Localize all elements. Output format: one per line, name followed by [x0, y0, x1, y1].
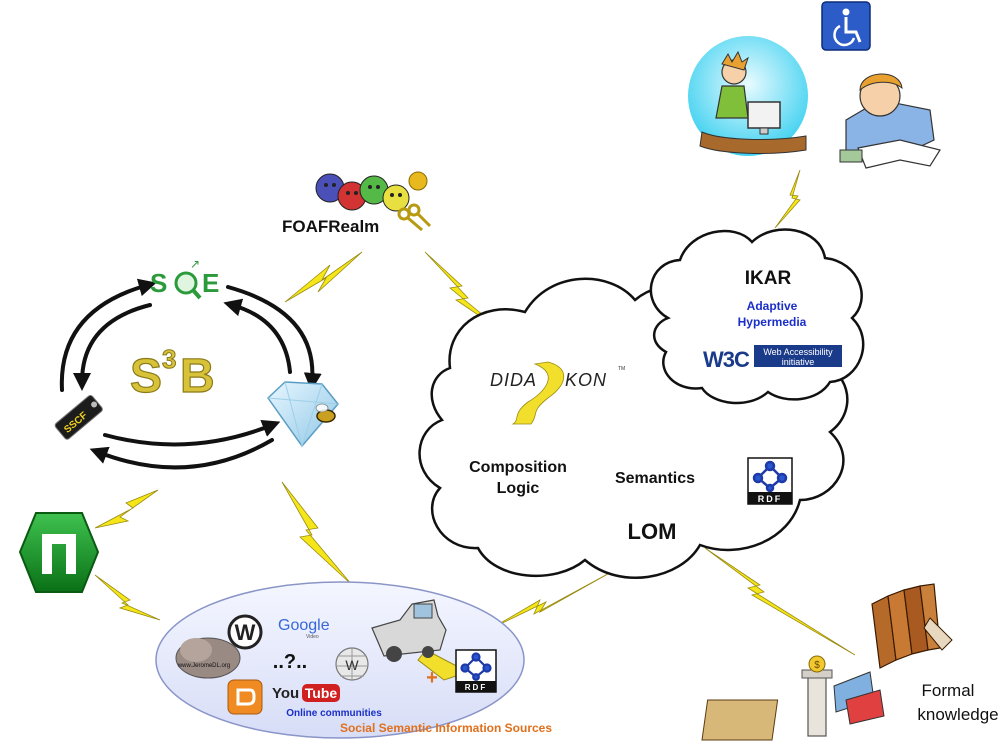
- student-computer-icon: [688, 36, 808, 156]
- sqe-logo: S E ↗: [150, 257, 219, 300]
- ikar-cloud: IKAR Adaptive Hypermedia W3C Web Accessi…: [649, 228, 865, 405]
- didaskon-right: KON: [565, 370, 607, 390]
- bolt-hex-s3b: [94, 489, 159, 529]
- plus-sign: +: [426, 667, 438, 689]
- foafrealm-label: FOAFRealm: [282, 217, 379, 236]
- didaskon-tm: TM: [618, 366, 625, 372]
- magnifier-icon: [174, 271, 198, 295]
- rdf-logo-sources: RDF: [455, 649, 497, 693]
- jeromedl-label: www.JeromeDL.org: [177, 663, 230, 669]
- knowledge-pillar-icon: $: [701, 655, 885, 741]
- sqe-arrows-icon: ↗: [190, 257, 200, 271]
- wordpress-icon: W: [235, 620, 256, 645]
- badge-icon: [408, 171, 428, 191]
- blogger-logo: [227, 679, 263, 715]
- bolt-foaf-s3b: [284, 251, 363, 303]
- arrow-diamond-to-sscf-bottom: [89, 438, 274, 470]
- hexagon-glyph: [42, 534, 76, 574]
- bolt-users-ikar: [774, 169, 801, 229]
- rdf-graph-icon-sources: [460, 652, 492, 681]
- rdf-logo-cloud: RDF: [747, 457, 793, 505]
- jeromedl-logo: www.JeromeDL.org: [175, 637, 241, 679]
- google-label: Google: [278, 617, 330, 634]
- blogger-icon: [236, 688, 256, 706]
- lightning-bolts: [94, 169, 856, 656]
- smiley-yellow-icon: [382, 184, 410, 212]
- semantics-label: Semantics: [615, 470, 695, 487]
- bolt-didaskon-formal: [704, 547, 856, 656]
- w3c-wai-logo: W3C Web Accessibility initiative: [703, 345, 842, 372]
- sqe-e: E: [202, 268, 219, 298]
- sscf-tag: SSCF: [54, 394, 103, 440]
- wheelchair-icon: [821, 1, 871, 51]
- composition-label: Composition: [469, 459, 567, 476]
- s3b-main: S: [130, 350, 162, 403]
- ikar-line2: Hypermedia: [738, 315, 807, 329]
- bolt-hex-sources: [94, 574, 161, 621]
- sqe-s: S: [150, 268, 167, 298]
- logic-label: Logic: [497, 480, 540, 497]
- arrow-sscf-to-diamond: [103, 420, 281, 447]
- bolt-sources-didaskon: [491, 569, 616, 629]
- w3c-text: W3C: [703, 347, 750, 372]
- open-book-icon: [857, 139, 941, 169]
- s3b-tail: B: [180, 350, 215, 403]
- lom-label: LOM: [628, 519, 677, 544]
- google-sub: Video: [306, 634, 319, 640]
- s3b-sup: 3: [162, 344, 176, 374]
- sources-ellipse: www.JeromeDL.org W Google Video ..?.. W: [155, 581, 552, 739]
- arrow-sscf-to-sqe: [59, 278, 157, 392]
- wai-line2: initiative: [782, 357, 815, 367]
- bolt-s3b-sources: [281, 481, 353, 586]
- coin-icon: [808, 655, 826, 673]
- didaskon-left: DIDA: [490, 370, 537, 390]
- s3b-title: S 3 B: [129, 344, 215, 404]
- wordpress-logo: W: [227, 614, 263, 650]
- svg-text:$: $: [814, 660, 820, 671]
- formal-line2: knowledge: [917, 705, 998, 724]
- ikar-title: IKAR: [745, 268, 792, 289]
- sources-caption: Social Semantic Information Sources: [340, 721, 552, 735]
- hexagon-logo: [18, 512, 100, 593]
- youtube-tube: Tube: [305, 685, 338, 701]
- rdf-graph-icon: [752, 460, 788, 493]
- youtube-logo: You Tube: [272, 684, 340, 702]
- sources-dots: ..?..: [273, 651, 307, 673]
- youtube-you: You: [272, 685, 299, 702]
- diamond-bee-icon: [267, 381, 339, 448]
- student-reading-icon: [839, 73, 941, 169]
- google-video-logo: Google Video: [278, 617, 330, 640]
- books-icon: [871, 583, 953, 669]
- monitor-icon: [747, 101, 781, 129]
- rdf-text-sources: RDF: [465, 683, 487, 692]
- arrow-sqe-to-diamond: [226, 285, 322, 391]
- tag-shape: [54, 394, 103, 440]
- wikipedia-logo: W: [335, 647, 369, 681]
- keys-icon: [397, 203, 432, 232]
- wai-line1: Web Accessibility: [763, 347, 833, 357]
- didaskon-road: [511, 361, 565, 425]
- s3b-cycle: [59, 278, 322, 470]
- ikar-line1: Adaptive: [747, 299, 798, 313]
- formal-line1: Formal: [922, 681, 975, 700]
- wikipedia-icon: W: [345, 657, 359, 673]
- foafrealm-logo: FOAFRealm: [282, 171, 432, 236]
- tag-hole: [91, 401, 98, 408]
- arrow-sqe-to-sscf-inner: [73, 303, 152, 391]
- online-communities-label: Online communities: [286, 708, 382, 719]
- rdf-text-cloud: RDF: [758, 494, 783, 504]
- arrow-diamond-to-sqe-inner: [223, 298, 292, 374]
